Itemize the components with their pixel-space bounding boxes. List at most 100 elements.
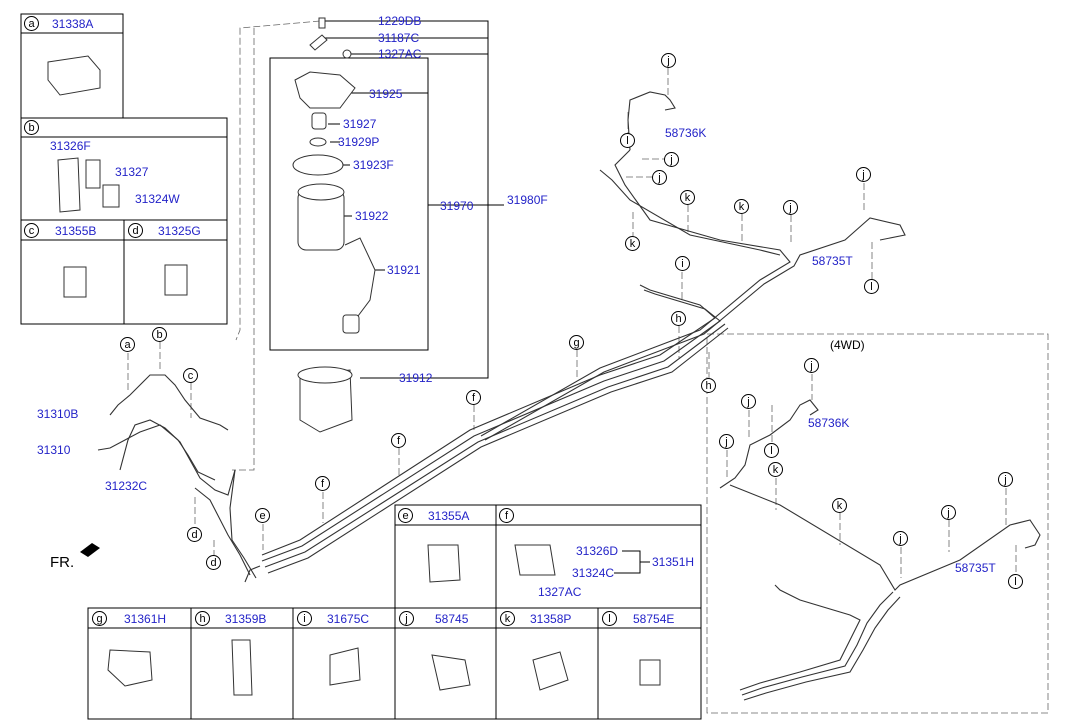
fwd-callout-l-1: l xyxy=(764,443,779,458)
part-31929p: 31929P xyxy=(338,135,380,149)
clip-31361h xyxy=(107,649,153,687)
part-1327ac-f: 1327AC xyxy=(538,585,582,599)
clip-31324w xyxy=(102,184,120,208)
plug-31927 xyxy=(311,112,327,130)
part-58736k: 58736K xyxy=(665,126,707,140)
callout-j-5: j xyxy=(856,167,871,182)
part-1229db: 1229DB xyxy=(378,14,422,28)
clip-31359b xyxy=(231,639,253,696)
callout-k-1: k xyxy=(625,236,640,251)
clip-31358p xyxy=(532,651,569,691)
part-58754e: 58754E xyxy=(633,612,675,626)
part-31355a: 31355A xyxy=(428,509,470,523)
part-31912: 31912 xyxy=(399,371,433,385)
clip-31326d xyxy=(514,544,556,576)
part-31922: 31922 xyxy=(355,209,389,223)
part-31327: 31327 xyxy=(115,165,149,179)
part-58745: 58745 xyxy=(435,612,469,626)
part-31923f: 31923F xyxy=(353,158,394,172)
callout-l-2: l xyxy=(864,279,879,294)
letter-k-legend: k xyxy=(500,611,515,626)
filter-inner-frame xyxy=(269,57,429,351)
part-31310: 31310 xyxy=(37,443,71,457)
part-31359b: 31359B xyxy=(225,612,267,626)
callout-c: c xyxy=(183,368,198,383)
letter-h-legend: h xyxy=(195,611,210,626)
fwd-callout-j-6: j xyxy=(998,472,1013,487)
callout-j-1: j xyxy=(661,53,676,68)
clip-31355b xyxy=(63,266,87,298)
part-31970: 31970 xyxy=(440,199,474,213)
callout-l-1: l xyxy=(620,133,635,148)
oring-31929p xyxy=(309,137,327,147)
clip-31675c xyxy=(329,647,361,686)
callout-j-3: j xyxy=(652,170,667,185)
part-31326d: 31326D xyxy=(576,544,619,558)
callout-k-2: k xyxy=(680,190,695,205)
fwd-callout-k-2: k xyxy=(832,498,847,513)
part-31358p: 31358P xyxy=(530,612,572,626)
cover-31923f xyxy=(292,154,344,176)
part-31232c: 31232C xyxy=(105,479,148,493)
part-1327ac: 1327AC xyxy=(378,47,422,61)
letter-j-legend: j xyxy=(399,611,414,626)
callout-h-1: h xyxy=(671,311,686,326)
part-31325g: 31325G xyxy=(158,224,201,238)
callout-f-1: f xyxy=(315,476,330,491)
front-arrow-icon xyxy=(80,543,100,557)
letter-g-legend: g xyxy=(92,611,107,626)
part-31187c: 31187C xyxy=(378,31,420,45)
letter-d: d xyxy=(128,223,143,238)
letter-l-legend: l xyxy=(602,611,617,626)
callout-f-3: f xyxy=(466,390,481,405)
fwd-callout-j-5: j xyxy=(941,505,956,520)
callout-d-2: d xyxy=(206,555,221,570)
callout-d-1: d xyxy=(187,527,202,542)
callout-a: a xyxy=(120,337,135,352)
part-31921: 31921 xyxy=(387,263,421,277)
callout-e: e xyxy=(255,508,270,523)
callout-g: g xyxy=(569,335,584,350)
part-31980f: 31980F xyxy=(507,193,548,207)
part-31925: 31925 xyxy=(369,87,403,101)
fwd-callout-j-3: j xyxy=(719,434,734,449)
part-31324w: 31324W xyxy=(135,192,180,206)
fwd-part-58735t: 58735T xyxy=(955,561,996,575)
fwd-callout-l-2: l xyxy=(1008,574,1023,589)
part-31361h: 31361H xyxy=(124,612,167,626)
fitting-58754e xyxy=(639,659,661,686)
nut-1327ac xyxy=(342,49,352,59)
clip-31326f xyxy=(57,157,81,213)
fwd-frame xyxy=(706,333,1049,714)
bracket-31187c xyxy=(309,34,328,51)
part-31310b: 31310B xyxy=(37,407,79,421)
part-31927: 31927 xyxy=(343,117,377,131)
letter-c: c xyxy=(24,223,39,238)
clip-31327 xyxy=(85,159,101,189)
fwd-callout-k-1: k xyxy=(768,462,783,477)
fwd-part-58736k: 58736K xyxy=(808,416,850,430)
letter-b: b xyxy=(24,120,39,135)
fwd-callout-j-1: j xyxy=(804,358,819,373)
letter-f-legend: f xyxy=(499,508,514,523)
clip-31355a xyxy=(427,544,461,583)
clip-58745 xyxy=(431,654,471,691)
front-label: FR. xyxy=(50,554,75,571)
part-31338a: 31338A xyxy=(52,17,94,31)
part-58735t: 58735T xyxy=(812,254,853,268)
fwd-callout-j-2: j xyxy=(741,394,756,409)
callout-k-3: k xyxy=(734,199,749,214)
fwd-title: (4WD) xyxy=(830,338,865,352)
letter-a: a xyxy=(24,16,39,31)
callout-j-4: j xyxy=(783,200,798,215)
filter-head-31925 xyxy=(294,71,356,109)
part-31675c: 31675C xyxy=(327,612,370,626)
part-31355b: 31355B xyxy=(55,224,97,238)
fwd-callout-j-4: j xyxy=(893,531,908,546)
sensor-wire-31921 xyxy=(344,237,376,321)
clip-31325g xyxy=(164,264,188,296)
callout-j-2: j xyxy=(664,152,679,167)
bolt-1229db xyxy=(318,17,326,29)
clip-31338a xyxy=(47,55,101,96)
